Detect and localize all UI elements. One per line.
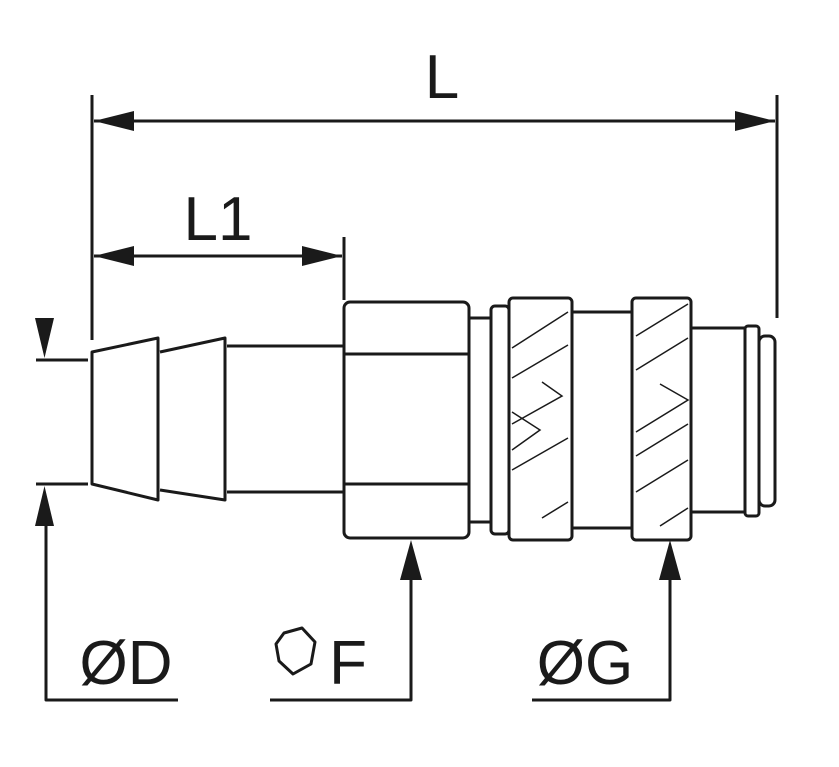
dimension-l — [90, 95, 779, 340]
middle-band — [570, 310, 634, 530]
arrow-f — [400, 540, 422, 580]
label-g: ØG — [537, 629, 633, 698]
hose-barb-2 — [159, 336, 227, 502]
hex-nut — [342, 300, 471, 540]
label-l: L — [425, 43, 459, 112]
dimension-g — [532, 540, 681, 702]
nose-ring-1 — [743, 324, 761, 518]
leader-g — [532, 580, 672, 702]
neck — [467, 316, 493, 524]
dimension-f — [270, 540, 422, 702]
hexagon-icon — [274, 626, 317, 676]
leader-d — [44, 526, 178, 702]
nose — [689, 326, 747, 514]
arrow-d-bottom — [35, 486, 54, 526]
dimension-l1 — [94, 237, 346, 300]
label-f: F — [329, 629, 367, 698]
label-d: ØD — [80, 629, 173, 698]
knurled-sleeve-2 — [630, 296, 693, 542]
arrow-d-top — [35, 318, 54, 358]
label-l1: L1 — [184, 185, 253, 254]
hose-barb-1 — [90, 336, 160, 502]
knurled-sleeve-1 — [507, 296, 574, 542]
nose-ring-2 — [757, 334, 777, 508]
arrow-g — [659, 540, 681, 580]
coupling-body — [90, 296, 777, 542]
sleeve-collar-1 — [489, 304, 511, 536]
knurl-hatching — [511, 303, 690, 527]
dimension-d — [35, 318, 178, 702]
leader-f — [270, 580, 413, 702]
